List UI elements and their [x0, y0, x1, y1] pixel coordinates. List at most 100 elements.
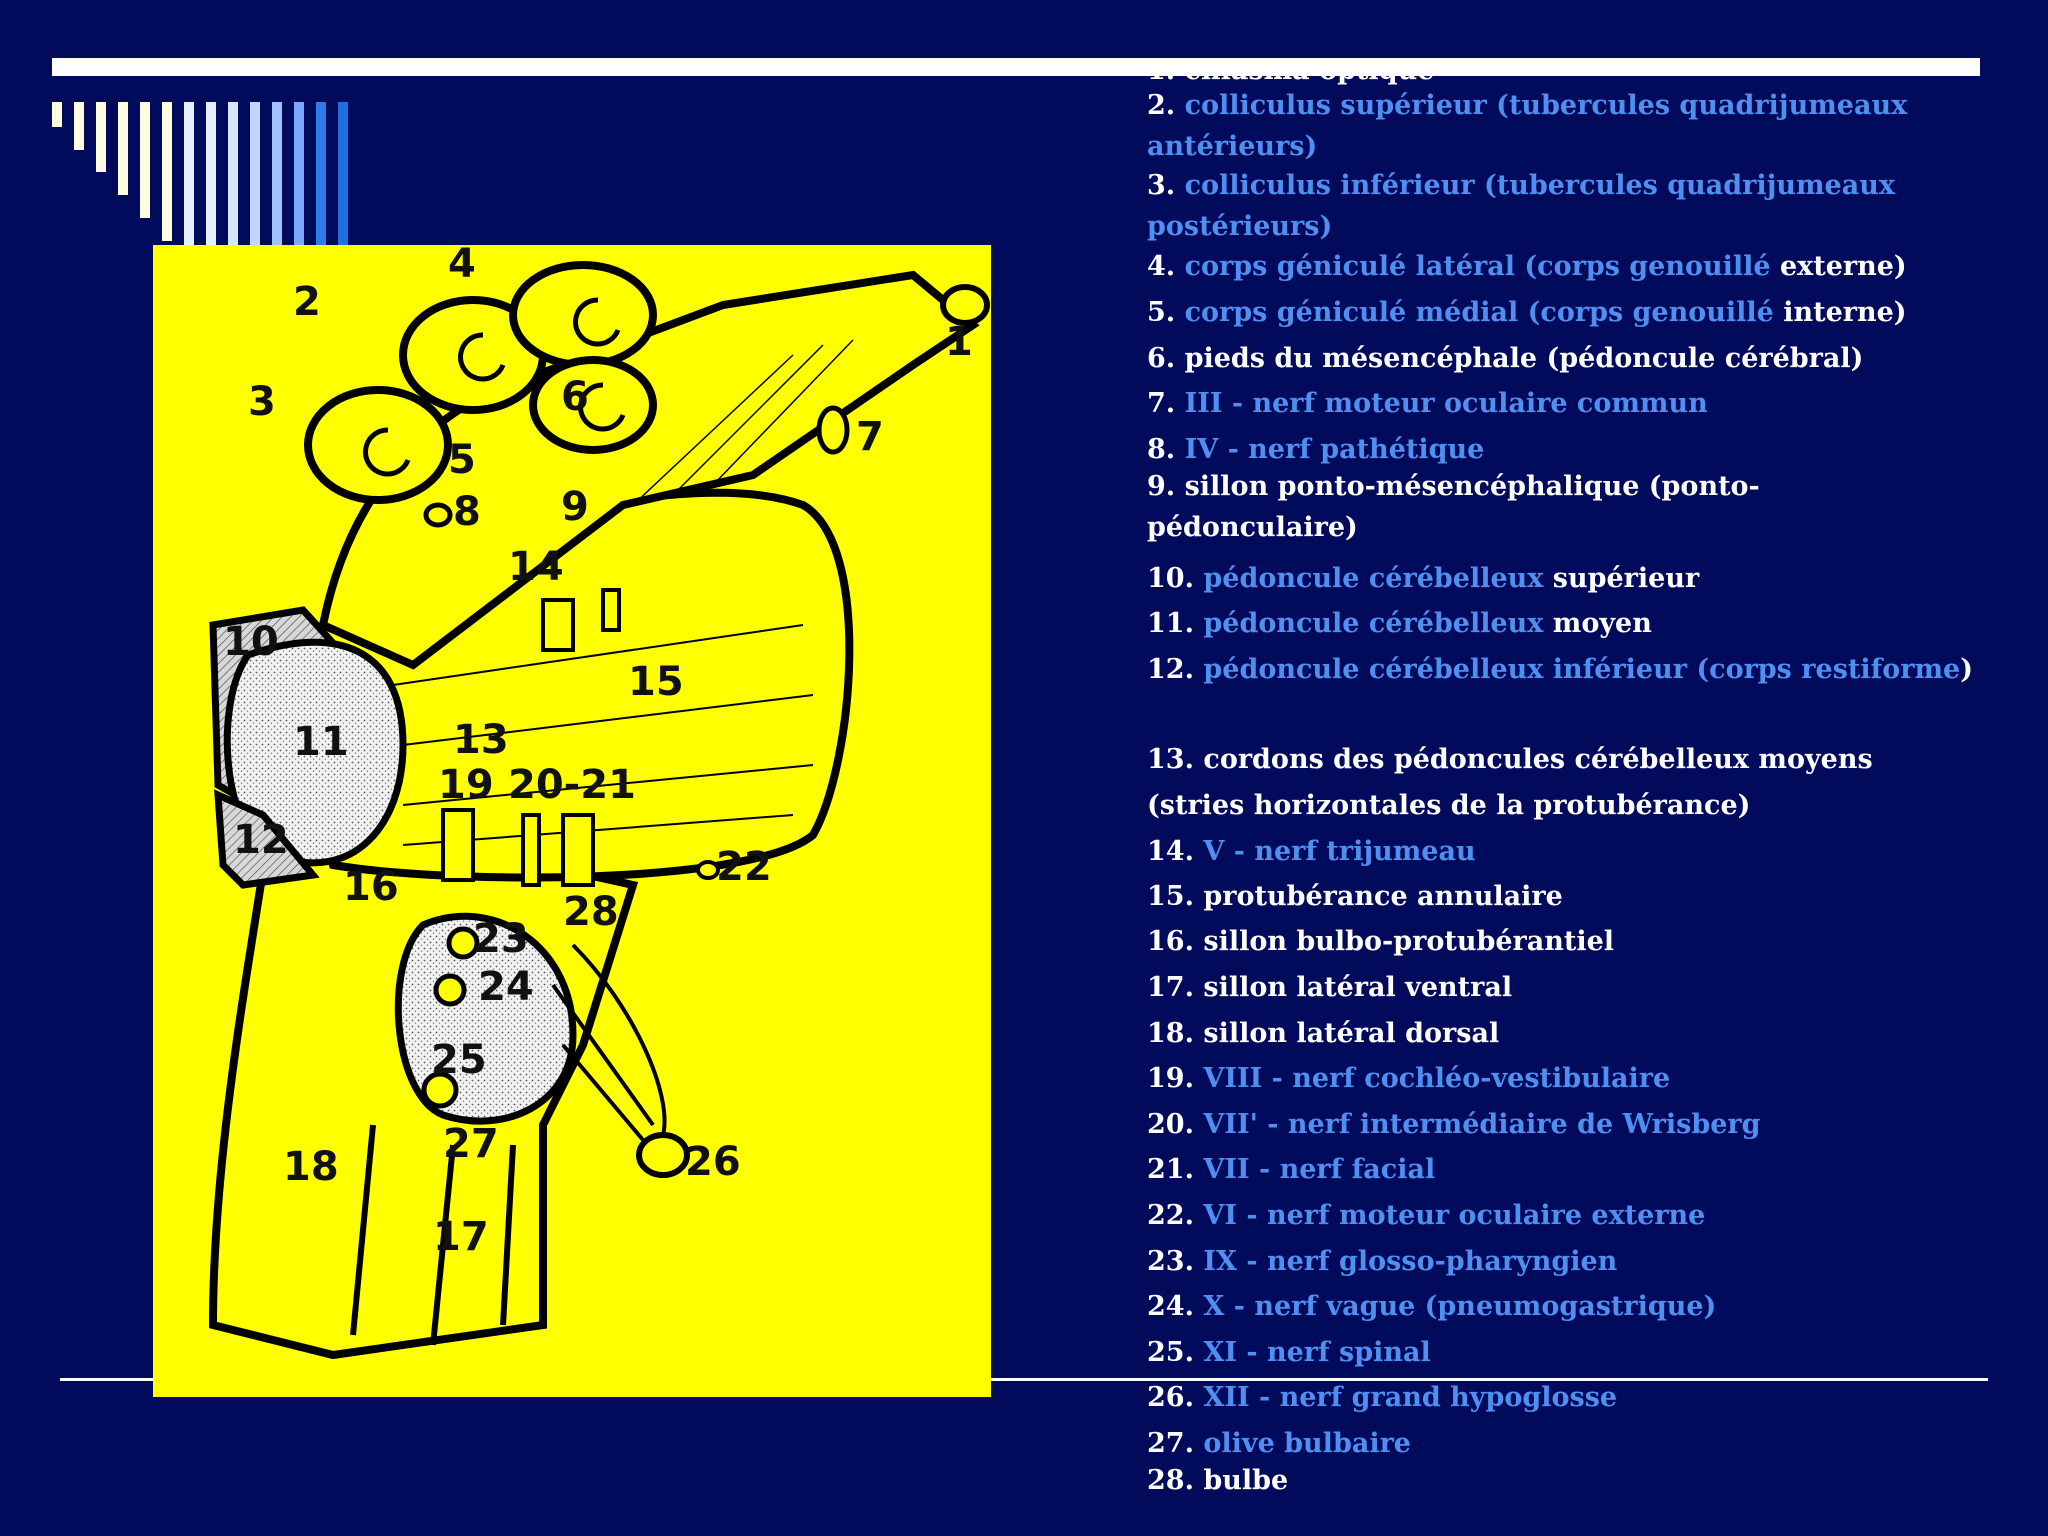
legend-item: 8. IV - nerf pathétique: [1147, 429, 2027, 471]
legend-number: 12.: [1147, 654, 1194, 685]
legend-term: X - nerf vague (pneumogastrique): [1193, 1291, 1717, 1322]
diagram-label: 9: [561, 484, 589, 530]
top-rule: [52, 58, 1980, 76]
diagram-label: 19: [438, 762, 494, 808]
diagram-label: 1: [945, 319, 973, 365]
legend-text: chiasma optique: [1175, 55, 1435, 86]
legend-term: colliculus inférieur (tubercules quadrij…: [1175, 170, 1895, 201]
legend-item: 5. corps géniculé médial (corps genouill…: [1147, 292, 2027, 334]
legend-item: 19. VIII - nerf cochléo-vestibulaire: [1147, 1058, 2027, 1100]
legend-term: IX - nerf glosso-pharyngien: [1193, 1246, 1618, 1277]
diagram-label: 18: [283, 1144, 339, 1190]
legend-item: 22. VI - nerf moteur oculaire externe: [1147, 1195, 2027, 1237]
legend-term: pédoncule cérébelleux: [1193, 608, 1544, 639]
diagram-label: 17: [433, 1214, 489, 1260]
legend-term: olive bulbaire: [1193, 1428, 1411, 1459]
stripe-bar: [294, 102, 304, 287]
legend-text: externe): [1770, 251, 1907, 282]
legend-item: 11. pédoncule cérébelleux moyen: [1147, 603, 2027, 645]
legend-item: 24. X - nerf vague (pneumogastrique): [1147, 1286, 2027, 1328]
diagram-label: 20-21: [508, 762, 636, 808]
legend-text: sillon latéral dorsal: [1193, 1018, 1500, 1049]
legend-number: 6.: [1147, 343, 1176, 374]
legend-item: 21. VII - nerf facial: [1147, 1149, 2027, 1191]
legend-number: 20.: [1147, 1109, 1194, 1140]
diagram-label: 13: [453, 717, 509, 763]
legend-number: 22.: [1147, 1200, 1194, 1231]
diagram-label: 2: [293, 279, 321, 325]
legend-item: antérieurs): [1147, 126, 2027, 168]
legend-number: 21.: [1147, 1154, 1194, 1185]
legend-term: corps géniculé médial (corps genouillé: [1175, 297, 1774, 328]
legend-item: 25. XI - nerf spinal: [1147, 1332, 2027, 1374]
legend-item: postérieurs): [1147, 206, 2027, 248]
legend-text: bulbe: [1193, 1465, 1289, 1496]
stripe-bar: [338, 102, 348, 287]
legend-item: 6. pieds du mésencéphale (pédoncule céré…: [1147, 338, 2027, 380]
legend-term: VI - nerf moteur oculaire externe: [1193, 1200, 1706, 1231]
diagram-label: 26: [685, 1139, 741, 1185]
legend-text: sillon latéral ventral: [1193, 972, 1513, 1003]
legend-item: 28. bulbe: [1147, 1460, 2027, 1502]
legend-text: (stries horizontales de la protubérance): [1147, 790, 1751, 821]
diagram-label: 3: [248, 379, 276, 425]
legend-item: 26. XII - nerf grand hypoglosse: [1147, 1377, 2027, 1419]
legend-item: 3. colliculus inférieur (tubercules quad…: [1147, 165, 2027, 207]
diagram-label: 24: [478, 964, 534, 1010]
stripe-bar: [74, 102, 84, 150]
diagram-label: 11: [293, 719, 349, 765]
legend-number: 8.: [1147, 434, 1176, 465]
legend-number: 26.: [1147, 1382, 1194, 1413]
legend-number: 5.: [1147, 297, 1176, 328]
legend-item: 1. chiasma optique: [1147, 50, 2027, 92]
legend-term: antérieurs): [1147, 131, 1318, 162]
legend-text: sillon ponto-mésencéphalique (ponto-: [1175, 471, 1760, 502]
stripe-bar: [140, 102, 150, 218]
legend-term: XI - nerf spinal: [1193, 1337, 1431, 1368]
diagram-label: 16: [343, 864, 399, 910]
stripe-bar: [228, 102, 238, 287]
legend-number: 14.: [1147, 836, 1194, 867]
diagram-label: 8: [453, 489, 481, 535]
legend-term: corps géniculé latéral (corps genouillé: [1175, 251, 1771, 282]
legend-number: 13.: [1147, 744, 1194, 775]
legend-number: 15.: [1147, 881, 1194, 912]
legend-text: supérieur: [1543, 563, 1700, 594]
legend-number: 28.: [1147, 1465, 1194, 1496]
stripe-bar: [250, 102, 260, 287]
legend-item: 15. protubérance annulaire: [1147, 876, 2027, 918]
legend-number: 3.: [1147, 170, 1176, 201]
legend-term: III - nerf moteur oculaire commun: [1175, 388, 1708, 419]
diagram-label: 28: [563, 889, 619, 935]
legend-number: 10.: [1147, 563, 1194, 594]
legend-number: 2.: [1147, 90, 1176, 121]
stripe-bar: [52, 102, 62, 127]
legend-number: 17.: [1147, 972, 1194, 1003]
legend-text: ): [1960, 654, 1973, 685]
legend-item: 16. sillon bulbo-protubérantiel: [1147, 921, 2027, 963]
legend-text: moyen: [1543, 608, 1652, 639]
legend-item: 4. corps géniculé latéral (corps genouil…: [1147, 246, 2027, 288]
legend-item: 17. sillon latéral ventral: [1147, 967, 2027, 1009]
legend-term: VII - nerf facial: [1193, 1154, 1436, 1185]
diagram-label: 12: [233, 817, 289, 863]
diagram-label: 25: [431, 1037, 487, 1083]
legend-text: interne): [1773, 297, 1907, 328]
stripe-bar: [118, 102, 128, 195]
diagram-label: 4: [448, 245, 476, 287]
legend-number: 25.: [1147, 1337, 1194, 1368]
legend-term: colliculus supérieur (tubercules quadrij…: [1175, 90, 1908, 121]
legend-number: 18.: [1147, 1018, 1194, 1049]
diagram-label: 5: [448, 437, 476, 483]
diagram-label: 15: [628, 659, 684, 705]
legend-item: 12. pédoncule cérébelleux inférieur (cor…: [1147, 649, 2027, 691]
legend-term: V - nerf trijumeau: [1193, 836, 1476, 867]
legend-item: (stries horizontales de la protubérance): [1147, 785, 2027, 827]
legend-number: 23.: [1147, 1246, 1194, 1277]
legend-item: 27. olive bulbaire: [1147, 1423, 2027, 1465]
legend-number: 27.: [1147, 1428, 1194, 1459]
legend-item: 18. sillon latéral dorsal: [1147, 1013, 2027, 1055]
legend-term: postérieurs): [1147, 211, 1333, 242]
legend-number: 1.: [1147, 55, 1176, 86]
